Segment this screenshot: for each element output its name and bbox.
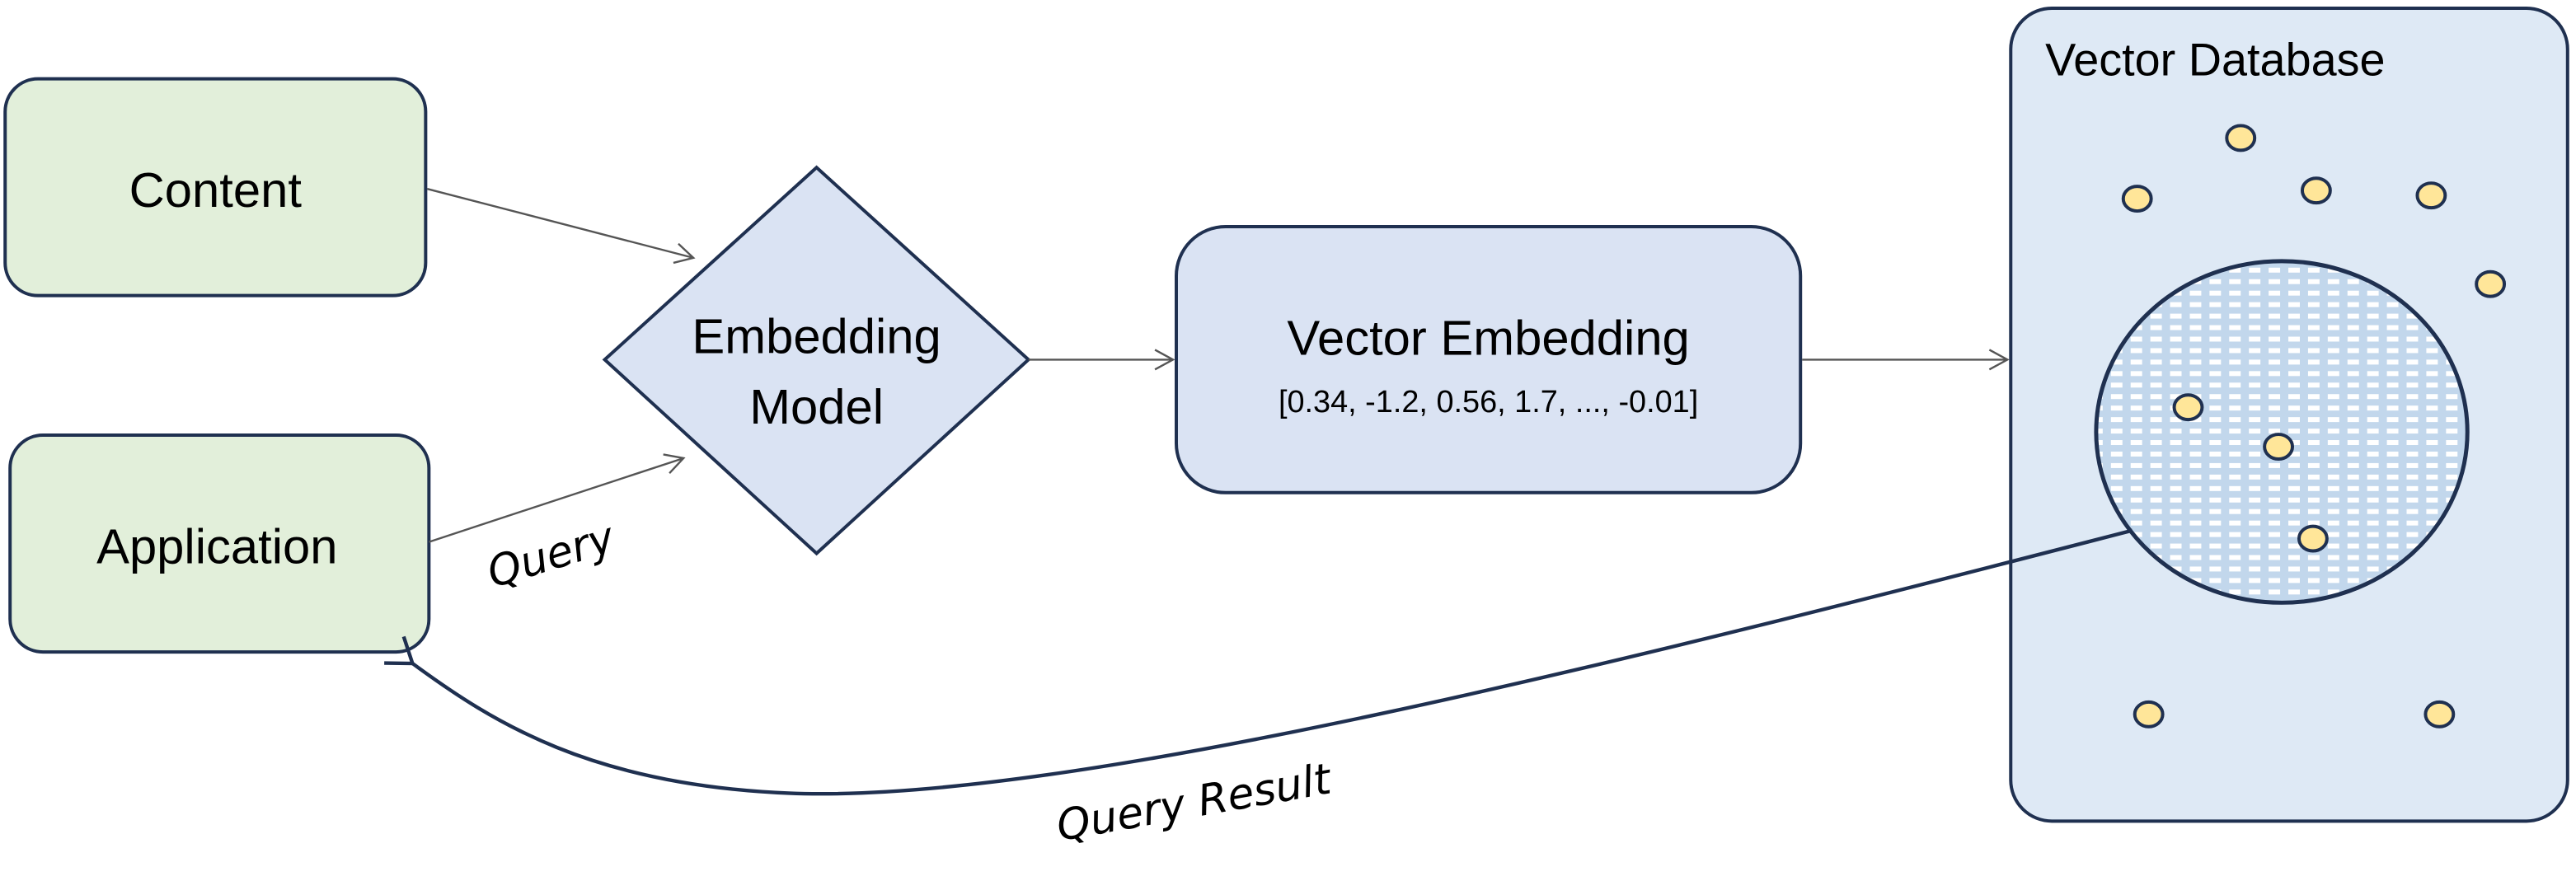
embedding-model-label-1: Embedding [692,308,941,363]
vector-embedding-title: Vector Embedding [1287,310,1689,365]
vector-database: Vector Database [2009,6,2569,823]
vector-point [2424,700,2456,729]
vector-point [2225,124,2257,152]
similarity-cluster [2094,259,2470,605]
vector-database-label: Vector Database [2045,34,2385,86]
vector-point [2300,176,2332,205]
vector-embedding-values: [0.34, -1.2, 0.56, 1.7, ..., -0.01] [1279,385,1698,419]
query-label: Query [481,513,621,598]
vector-point [2415,181,2447,210]
vector-embedding-node: Vector Embedding [0.34, -1.2, 0.56, 1.7,… [1175,224,1803,494]
vector-point [2475,269,2507,298]
vector-point [2263,433,2295,461]
content-label: Content [129,162,303,218]
content-to-model-arrow [427,187,696,265]
embedding-model-node: Embedding Model [602,165,1031,556]
application-node: Application [8,433,431,654]
vector-points [2121,124,2507,729]
query-arrow [428,453,686,543]
content-node: Content [3,77,428,298]
application-label: Application [96,518,337,574]
query-result-arrow [384,528,2133,796]
vector-point [2297,524,2329,553]
embedding-model-label-2: Model [749,379,884,434]
vector-point [2121,185,2153,213]
vector-point [2172,393,2204,422]
vector-point [2133,700,2165,729]
